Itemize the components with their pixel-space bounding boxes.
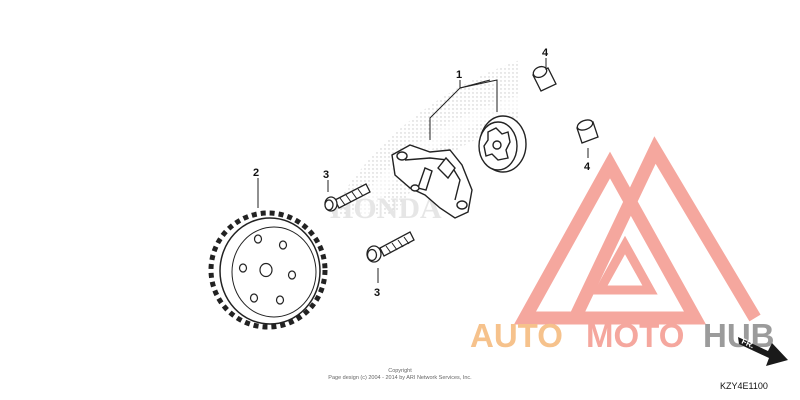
oil-pump-body [391,144,473,219]
callout-driven-gear: 2 [253,167,259,179]
brand-moto: MOTO [586,317,684,354]
callout-dowel-pin-upper: 4 [542,47,549,59]
callout-oil-pump: 1 [456,69,462,81]
diagram-code: KZY4E1100 [720,381,768,391]
honda-wing-logo: HONDA [330,60,520,225]
oil-pump-rotor [478,115,527,173]
watermark-brand: AUTO MOTO HUB [470,317,775,354]
leader-lines [257,58,589,283]
copyright-notice: Page design (c) 2004 - 2014 by ARI Netwo… [328,375,472,381]
callout-dowel-pin-lower: 4 [584,161,591,173]
callout-bolt-lower: 3 [374,287,380,299]
bolt-lower [366,231,415,263]
dowel-pin-lower [576,119,599,144]
brand-auto: AUTO [470,317,563,354]
bolt-upper [324,183,371,212]
callout-bolt-upper: 3 [323,169,329,181]
dowel-pin-upper [532,65,557,92]
driven-gear [208,210,328,330]
copyright-title: Copyright [388,368,412,374]
watermark-logo [513,136,761,325]
brand-hub: HUB [703,317,775,354]
